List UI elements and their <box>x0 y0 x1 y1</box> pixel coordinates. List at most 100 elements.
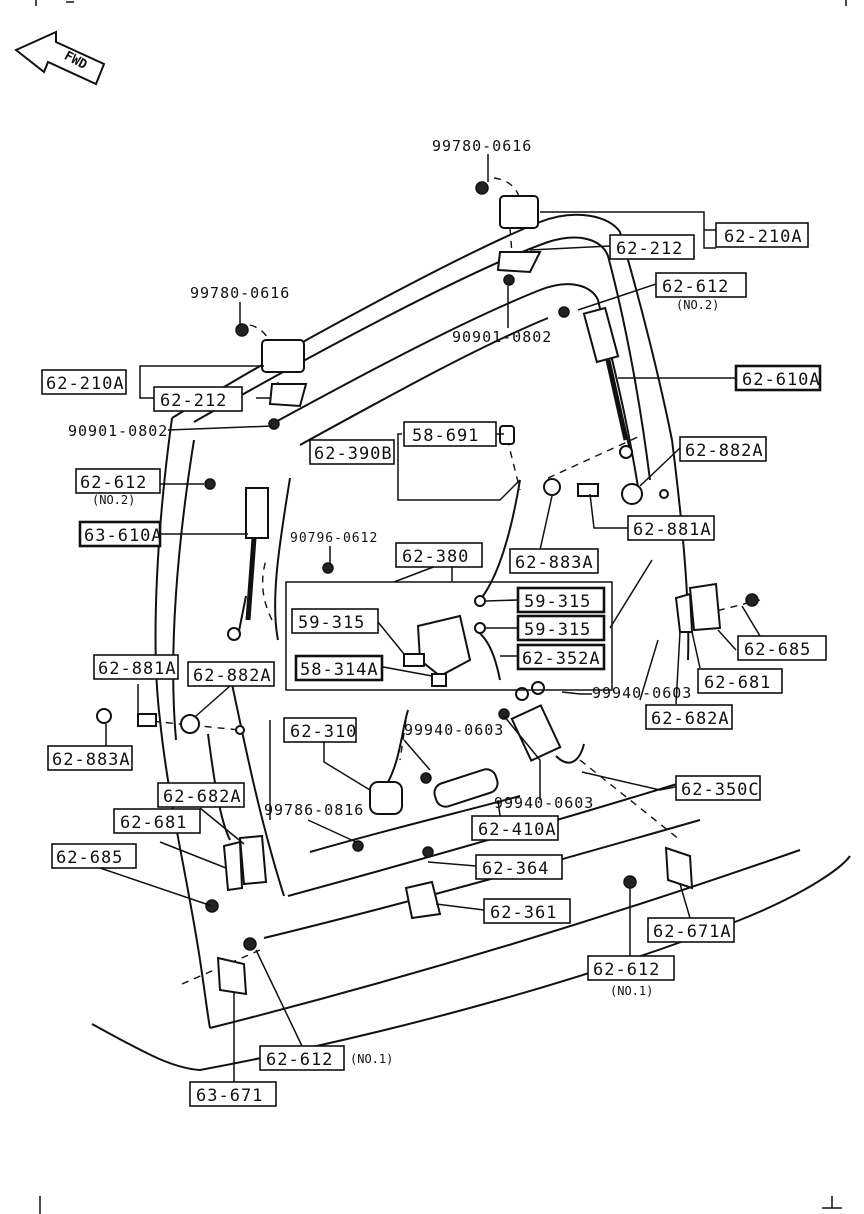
part-label-62-350C: 62-350C <box>675 775 761 801</box>
part-number-99780-0616-left: 99780-0616 <box>190 284 290 302</box>
part-label-62-882A-right: 62-882A <box>679 436 767 462</box>
part-label-62-881A-left: 62-881A <box>93 654 179 680</box>
part-number-99786-0816: 99786-0816 <box>264 801 364 819</box>
svg-text:62-612: 62-612 <box>266 1050 333 1070</box>
svg-text:59-315: 59-315 <box>524 620 591 640</box>
svg-text:62-685: 62-685 <box>744 640 811 660</box>
gas-strut-left-icon <box>204 478 269 641</box>
part-label-58-314A: 58-314A <box>294 654 384 682</box>
garnish-handle-icon <box>420 768 499 808</box>
part-label-62-610A: 62-610A <box>734 364 822 392</box>
part-number-99940-0603-right: 99940-0603 <box>592 684 692 702</box>
svg-text:62-881A: 62-881A <box>98 659 177 679</box>
part-number-90901-0802-top: 90901-0802 <box>452 328 552 346</box>
part-label-62-882A-left: 62-882A <box>187 661 275 687</box>
leader-lines <box>99 154 761 1082</box>
part-label-62-883A-left: 62-883A <box>47 745 133 771</box>
svg-text:62-612: 62-612 <box>80 473 147 493</box>
ball-stud-left-icon <box>96 708 245 735</box>
stopper-left-icon <box>216 937 257 996</box>
svg-text:62-612: 62-612 <box>593 960 660 980</box>
part-label-62-685-right: 62-685 <box>737 635 827 661</box>
part-label-62-212-left: 62-212 <box>153 386 243 412</box>
svg-text:62-212: 62-212 <box>616 239 683 259</box>
svg-text:62-881A: 62-881A <box>633 520 712 540</box>
part-number-90901-0802-left: 90901-0802 <box>68 422 168 440</box>
svg-text:62-352A: 62-352A <box>522 649 601 669</box>
part-label-62-310: 62-310 <box>283 717 357 743</box>
part-label-62-612-no1-left: 62-612 <box>259 1045 345 1071</box>
part-label-59-315-c: 59-315 <box>516 614 606 642</box>
part-label-62-881A-right: 62-881A <box>627 515 715 541</box>
handle-switch-icon <box>352 709 409 852</box>
svg-text:59-315: 59-315 <box>298 613 365 633</box>
svg-text:58-691: 58-691 <box>412 426 479 446</box>
svg-text:62-610A: 62-610A <box>742 370 821 390</box>
svg-text:62-681: 62-681 <box>120 813 187 833</box>
part-label-62-410A: 62-410A <box>471 815 559 841</box>
bracket-62-390B <box>397 433 521 501</box>
bracket-right-icon <box>674 582 759 633</box>
svg-text:63-671: 63-671 <box>196 1086 263 1106</box>
part-label-62-352A: 62-352A <box>516 643 606 671</box>
svg-text:62-883A: 62-883A <box>515 553 594 573</box>
part-label-62-210A-top: 62-210A <box>715 222 809 248</box>
svg-text:62-212: 62-212 <box>160 391 227 411</box>
part-label-59-315-b: 59-315 <box>291 608 379 634</box>
part-number-90796-0612: 90796-0612 <box>290 531 378 546</box>
part-label-62-883A-right: 62-883A <box>509 548 599 574</box>
part-label-62-612-no2-right: 62-612 <box>655 272 747 298</box>
part-label-62-681-left: 62-681 <box>113 808 201 834</box>
svg-text:59-315: 59-315 <box>524 592 591 612</box>
svg-text:63-610A: 63-610A <box>84 526 163 546</box>
svg-text:62-210A: 62-210A <box>724 227 803 247</box>
bracket-62-210A-left <box>139 365 264 399</box>
gas-strut-right-icon <box>558 306 633 459</box>
svg-text:62-410A: 62-410A <box>478 820 557 840</box>
liftgate-outline <box>91 213 851 1072</box>
lock-assembly-icon <box>322 562 472 687</box>
stopper-right-icon <box>623 846 694 890</box>
part-label-62-212-top: 62-212 <box>609 234 695 260</box>
part-label-62-361: 62-361 <box>483 898 571 924</box>
striker-icon <box>404 846 442 920</box>
svg-text:62-681: 62-681 <box>704 673 771 693</box>
part-label-58-691: 58-691 <box>403 421 497 447</box>
part-label-59-315-a: 59-315 <box>516 586 606 614</box>
latch-rod-icon <box>474 425 521 681</box>
svg-text:62-361: 62-361 <box>490 903 557 923</box>
part-label-62-681-right: 62-681 <box>697 668 783 694</box>
hinge-top-icon <box>475 181 542 286</box>
note-no2-right: (NO.2) <box>676 298 719 312</box>
note-no2-left: (NO.2) <box>92 493 135 507</box>
part-label-63-671: 63-671 <box>189 1081 277 1107</box>
svg-text:62-883A: 62-883A <box>52 750 131 770</box>
lock-actuator-icon <box>498 681 585 764</box>
part-label-62-671A: 62-671A <box>647 917 735 943</box>
note-no1-left: (NO.1) <box>350 1052 393 1066</box>
svg-text:62-882A: 62-882A <box>193 666 272 686</box>
part-label-63-610A: 63-610A <box>78 520 163 548</box>
part-label-62-682A-left: 62-682A <box>157 782 245 808</box>
svg-text:58-314A: 58-314A <box>300 660 379 680</box>
ball-stud-right-icon <box>543 478 669 505</box>
svg-text:62-310: 62-310 <box>290 722 357 742</box>
part-number-99940-0603-mid: 99940-0603 <box>404 721 504 739</box>
part-label-62-364: 62-364 <box>475 854 563 880</box>
note-no1-right: (NO.1) <box>610 984 653 998</box>
fwd-arrow-icon: FWD <box>14 30 106 86</box>
svg-text:62-350C: 62-350C <box>681 780 760 800</box>
part-label-62-612-no2-left: 62-612 <box>75 468 161 494</box>
svg-text:62-210A: 62-210A <box>46 374 125 394</box>
hinge-left-icon <box>235 323 308 430</box>
svg-text:62-671A: 62-671A <box>653 922 732 942</box>
part-label-62-685-left: 62-685 <box>51 843 137 869</box>
svg-text:62-380: 62-380 <box>402 547 469 567</box>
part-label-62-210A-left: 62-210A <box>41 369 127 395</box>
lock-group-frame <box>285 581 613 691</box>
svg-text:62-882A: 62-882A <box>685 441 764 461</box>
part-number-99780-0616-top: 99780-0616 <box>432 137 532 155</box>
svg-text:62-682A: 62-682A <box>163 787 242 807</box>
part-label-62-612-no1-right: 62-612 <box>587 955 675 981</box>
